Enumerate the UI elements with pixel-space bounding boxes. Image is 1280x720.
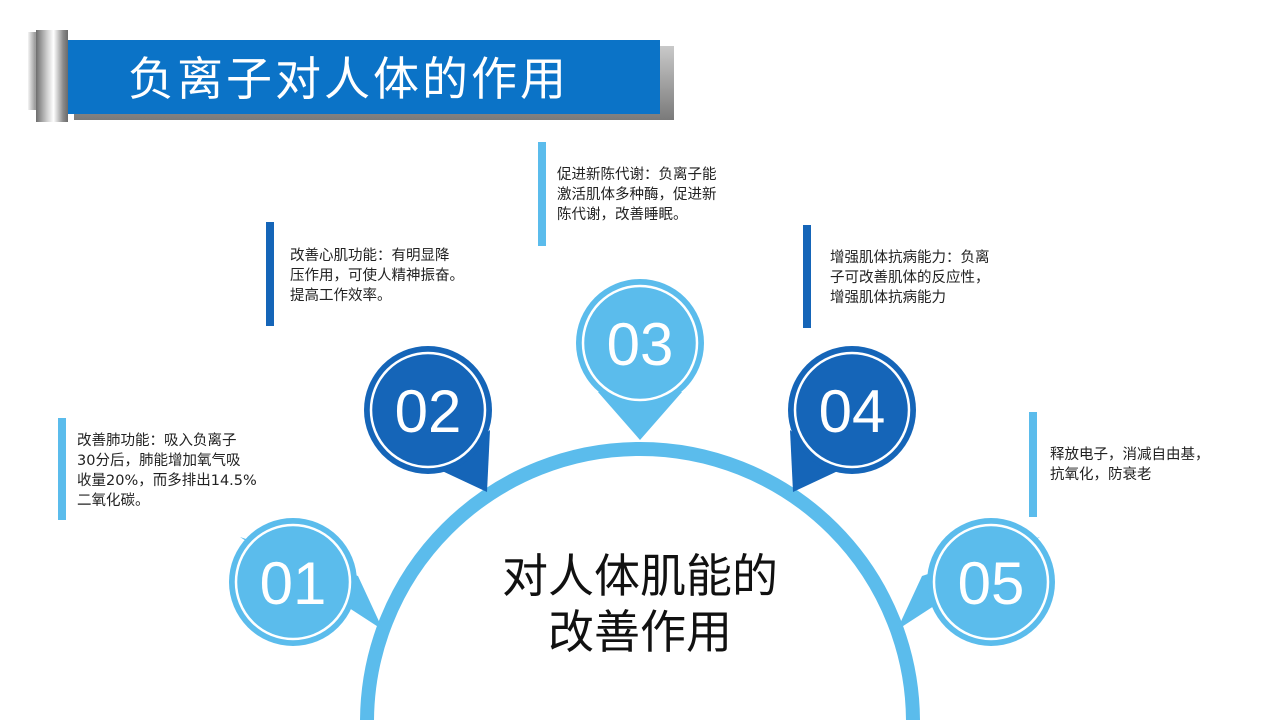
- info-04-line: 增强肌体抗病能力: [830, 290, 946, 306]
- info-bar-01: [58, 418, 66, 520]
- info-04-line: 增强肌体抗病能力：负离: [830, 250, 990, 266]
- info-block-01: 改善肺功能：吸入负离子 30分后，肺能增加氧气吸 收量20%，而多排出14.5%…: [77, 431, 257, 511]
- info-05-line: 释放电子，消减自由基，: [1050, 447, 1210, 463]
- page-title: 负离子对人体的作用: [128, 52, 569, 106]
- info-02-line: 提高工作效率。: [290, 288, 392, 304]
- center-arc: [360, 442, 920, 720]
- pin-03-number: 03: [607, 311, 674, 378]
- pin-01: 01: [229, 518, 383, 646]
- info-bar-04: [803, 225, 811, 328]
- info-01-line: 二氧化碳。: [77, 493, 150, 509]
- info-bar-03: [538, 142, 546, 246]
- info-01-line: 30分后，肺能增加氧气吸: [77, 453, 241, 469]
- pin-05-number: 05: [958, 550, 1025, 617]
- info-03-line: 激活肌体多种酶，促进新: [557, 187, 717, 203]
- pin-05: 05: [897, 518, 1055, 646]
- title-scroll-roll: [36, 30, 68, 122]
- center-label-line-1: 对人体肌能的: [502, 549, 778, 603]
- info-03-line: 陈代谢，改善睡眠。: [557, 207, 688, 223]
- info-04-line: 子可改善肌体的反应性，: [830, 270, 990, 286]
- center-label: 对人体肌能的 改善作用: [460, 548, 820, 660]
- info-block-05: 释放电子，消减自由基， 抗氧化，防衰老: [1050, 445, 1210, 485]
- info-02-line: 压作用，可使人精神振奋。: [290, 268, 464, 284]
- pin-01-number: 01: [260, 550, 327, 617]
- info-bar-02: [266, 222, 274, 326]
- info-block-02: 改善心肌功能：有明显降 压作用，可使人精神振奋。 提高工作效率。: [290, 246, 464, 306]
- pin-03: 03: [576, 279, 704, 440]
- info-01-line: 收量20%，而多排出14.5%: [77, 473, 257, 489]
- title-bar: [66, 40, 660, 114]
- pin-04: 04: [788, 346, 916, 492]
- info-05-line: 抗氧化，防衰老: [1050, 467, 1152, 483]
- info-02-line: 改善心肌功能：有明显降: [290, 248, 450, 264]
- info-01-line: 改善肺功能：吸入负离子: [77, 433, 237, 449]
- info-block-04: 增强肌体抗病能力：负离 子可改善肌体的反应性， 增强肌体抗病能力: [830, 248, 990, 308]
- center-label-line-2: 改善作用: [548, 605, 732, 659]
- pin-02-number: 02: [395, 378, 462, 445]
- pin-04-number: 04: [819, 378, 886, 445]
- pin-02: 02: [364, 346, 492, 492]
- info-03-line: 促进新陈代谢：负离子能: [557, 167, 717, 183]
- info-block-03: 促进新陈代谢：负离子能 激活肌体多种酶，促进新 陈代谢，改善睡眠。: [557, 165, 717, 225]
- info-bar-05: [1029, 412, 1037, 517]
